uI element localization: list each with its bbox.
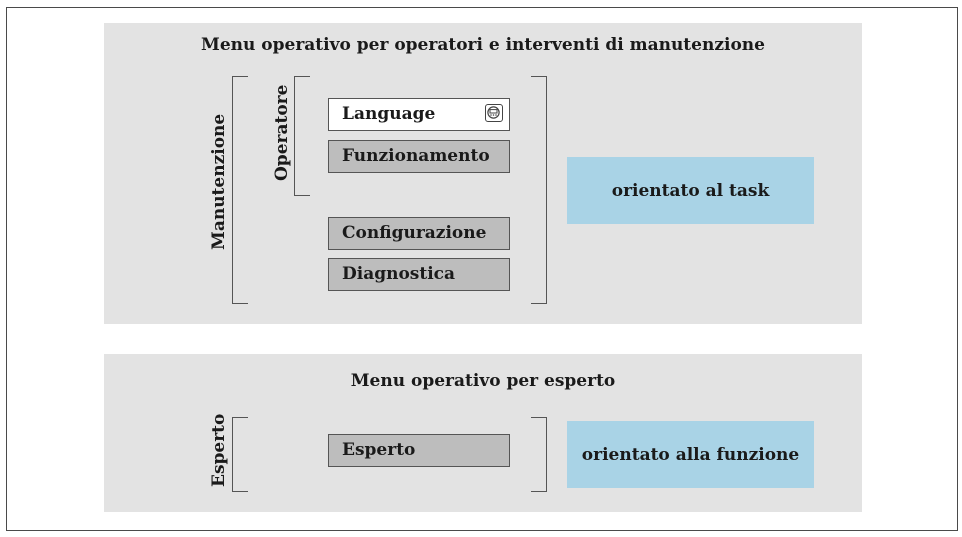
user-maintenance-menu-panel: Menu operativo per operatori e intervent… [104, 23, 862, 324]
menu-language[interactable]: Language [328, 98, 510, 131]
display-module-icon [485, 104, 503, 122]
function-oriented-label: orientato alla funzione [567, 421, 814, 488]
operator-label: Operatore [272, 84, 292, 181]
function-bracket-right [531, 417, 547, 492]
task-bracket-right [531, 76, 547, 304]
expert-menu-panel: Menu operativo per esperto Esperto Esper… [104, 354, 862, 512]
task-oriented-label: orientato al task [567, 157, 814, 224]
maintenance-bracket-left [232, 76, 248, 304]
expert-label: Esperto [209, 413, 229, 487]
menu-language-label: Language [342, 104, 436, 124]
menu-diagnostics[interactable]: Diagnostica [328, 258, 510, 291]
menu-expert[interactable]: Esperto [328, 434, 510, 467]
expert-bracket-left [232, 417, 248, 492]
operator-bracket-left [294, 76, 310, 196]
menu-operation[interactable]: Funzionamento [328, 140, 510, 173]
maintenance-label: Manutenzione [209, 113, 229, 250]
panel-title-expert: Menu operativo per esperto [350, 371, 616, 391]
panel-title: Menu operativo per operatori e intervent… [201, 35, 765, 55]
menu-setup[interactable]: Configurazione [328, 217, 510, 250]
